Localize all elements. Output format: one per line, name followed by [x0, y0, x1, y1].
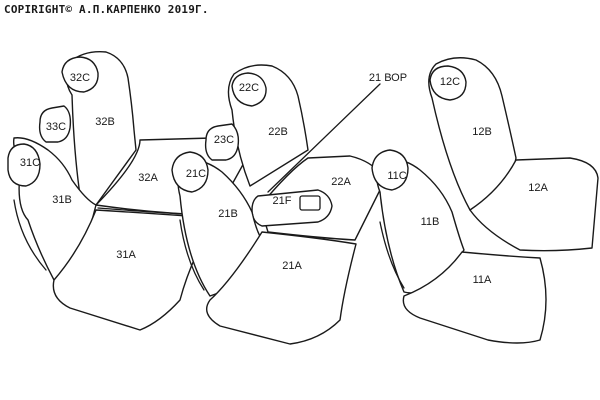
front-cushion-12a	[469, 157, 599, 252]
label-11c: 11C	[387, 170, 406, 182]
armrest-cupholder	[299, 195, 321, 211]
front-side-bolster	[379, 221, 405, 289]
callout-leader-line	[267, 83, 381, 193]
label-22b: 22B	[268, 126, 288, 138]
label-11a: 11A	[473, 274, 492, 286]
rear-headrest-31c	[7, 143, 41, 187]
middle-headrest-23c	[204, 123, 240, 161]
label-32a: 32A	[138, 172, 158, 184]
label-31b: 31B	[52, 194, 72, 206]
label-21a: 21A	[282, 260, 302, 272]
label-21f: 21F	[273, 195, 292, 207]
rear-side-bolster	[13, 199, 47, 271]
label-12c: 12C	[440, 76, 460, 88]
middle-bench: 22C 23C 21C 22B 21B 22A 21F 21A 21 ВОР	[171, 64, 407, 345]
middle-side-bolster	[179, 219, 205, 291]
middle-cushion-left	[206, 231, 357, 345]
label-22c: 22C	[239, 82, 259, 94]
label-11b: 11B	[421, 216, 440, 228]
front-seats: 12C 12B 12A 11C 11B 11A	[371, 57, 599, 344]
rear-headrest-32c	[61, 56, 99, 93]
label-31c: 31C	[20, 157, 40, 169]
copyright-notice: COPIRIGHT© А.П.КАРПЕНКО 2019Г.	[4, 3, 209, 16]
label-22a: 22A	[331, 176, 351, 188]
label-32b: 32B	[95, 116, 115, 128]
middle-armrest	[251, 189, 333, 227]
front-cushion-11a	[402, 251, 547, 344]
label-21c: 21C	[186, 168, 206, 180]
label-21-bop: 21 ВОР	[369, 72, 407, 84]
label-31a: 31A	[116, 249, 136, 261]
label-33c: 33C	[46, 121, 66, 133]
label-12b: 12B	[472, 126, 492, 138]
rear-headrest-33c	[38, 105, 72, 143]
label-21b: 21B	[218, 208, 238, 220]
label-12a: 12A	[528, 182, 548, 194]
front-headrest-11c	[371, 149, 409, 191]
front-headrest-12c	[429, 65, 467, 101]
label-32c: 32C	[70, 72, 90, 84]
label-23c: 23C	[214, 134, 234, 146]
middle-headrest-21c	[171, 151, 209, 193]
middle-headrest-22c	[231, 72, 267, 107]
